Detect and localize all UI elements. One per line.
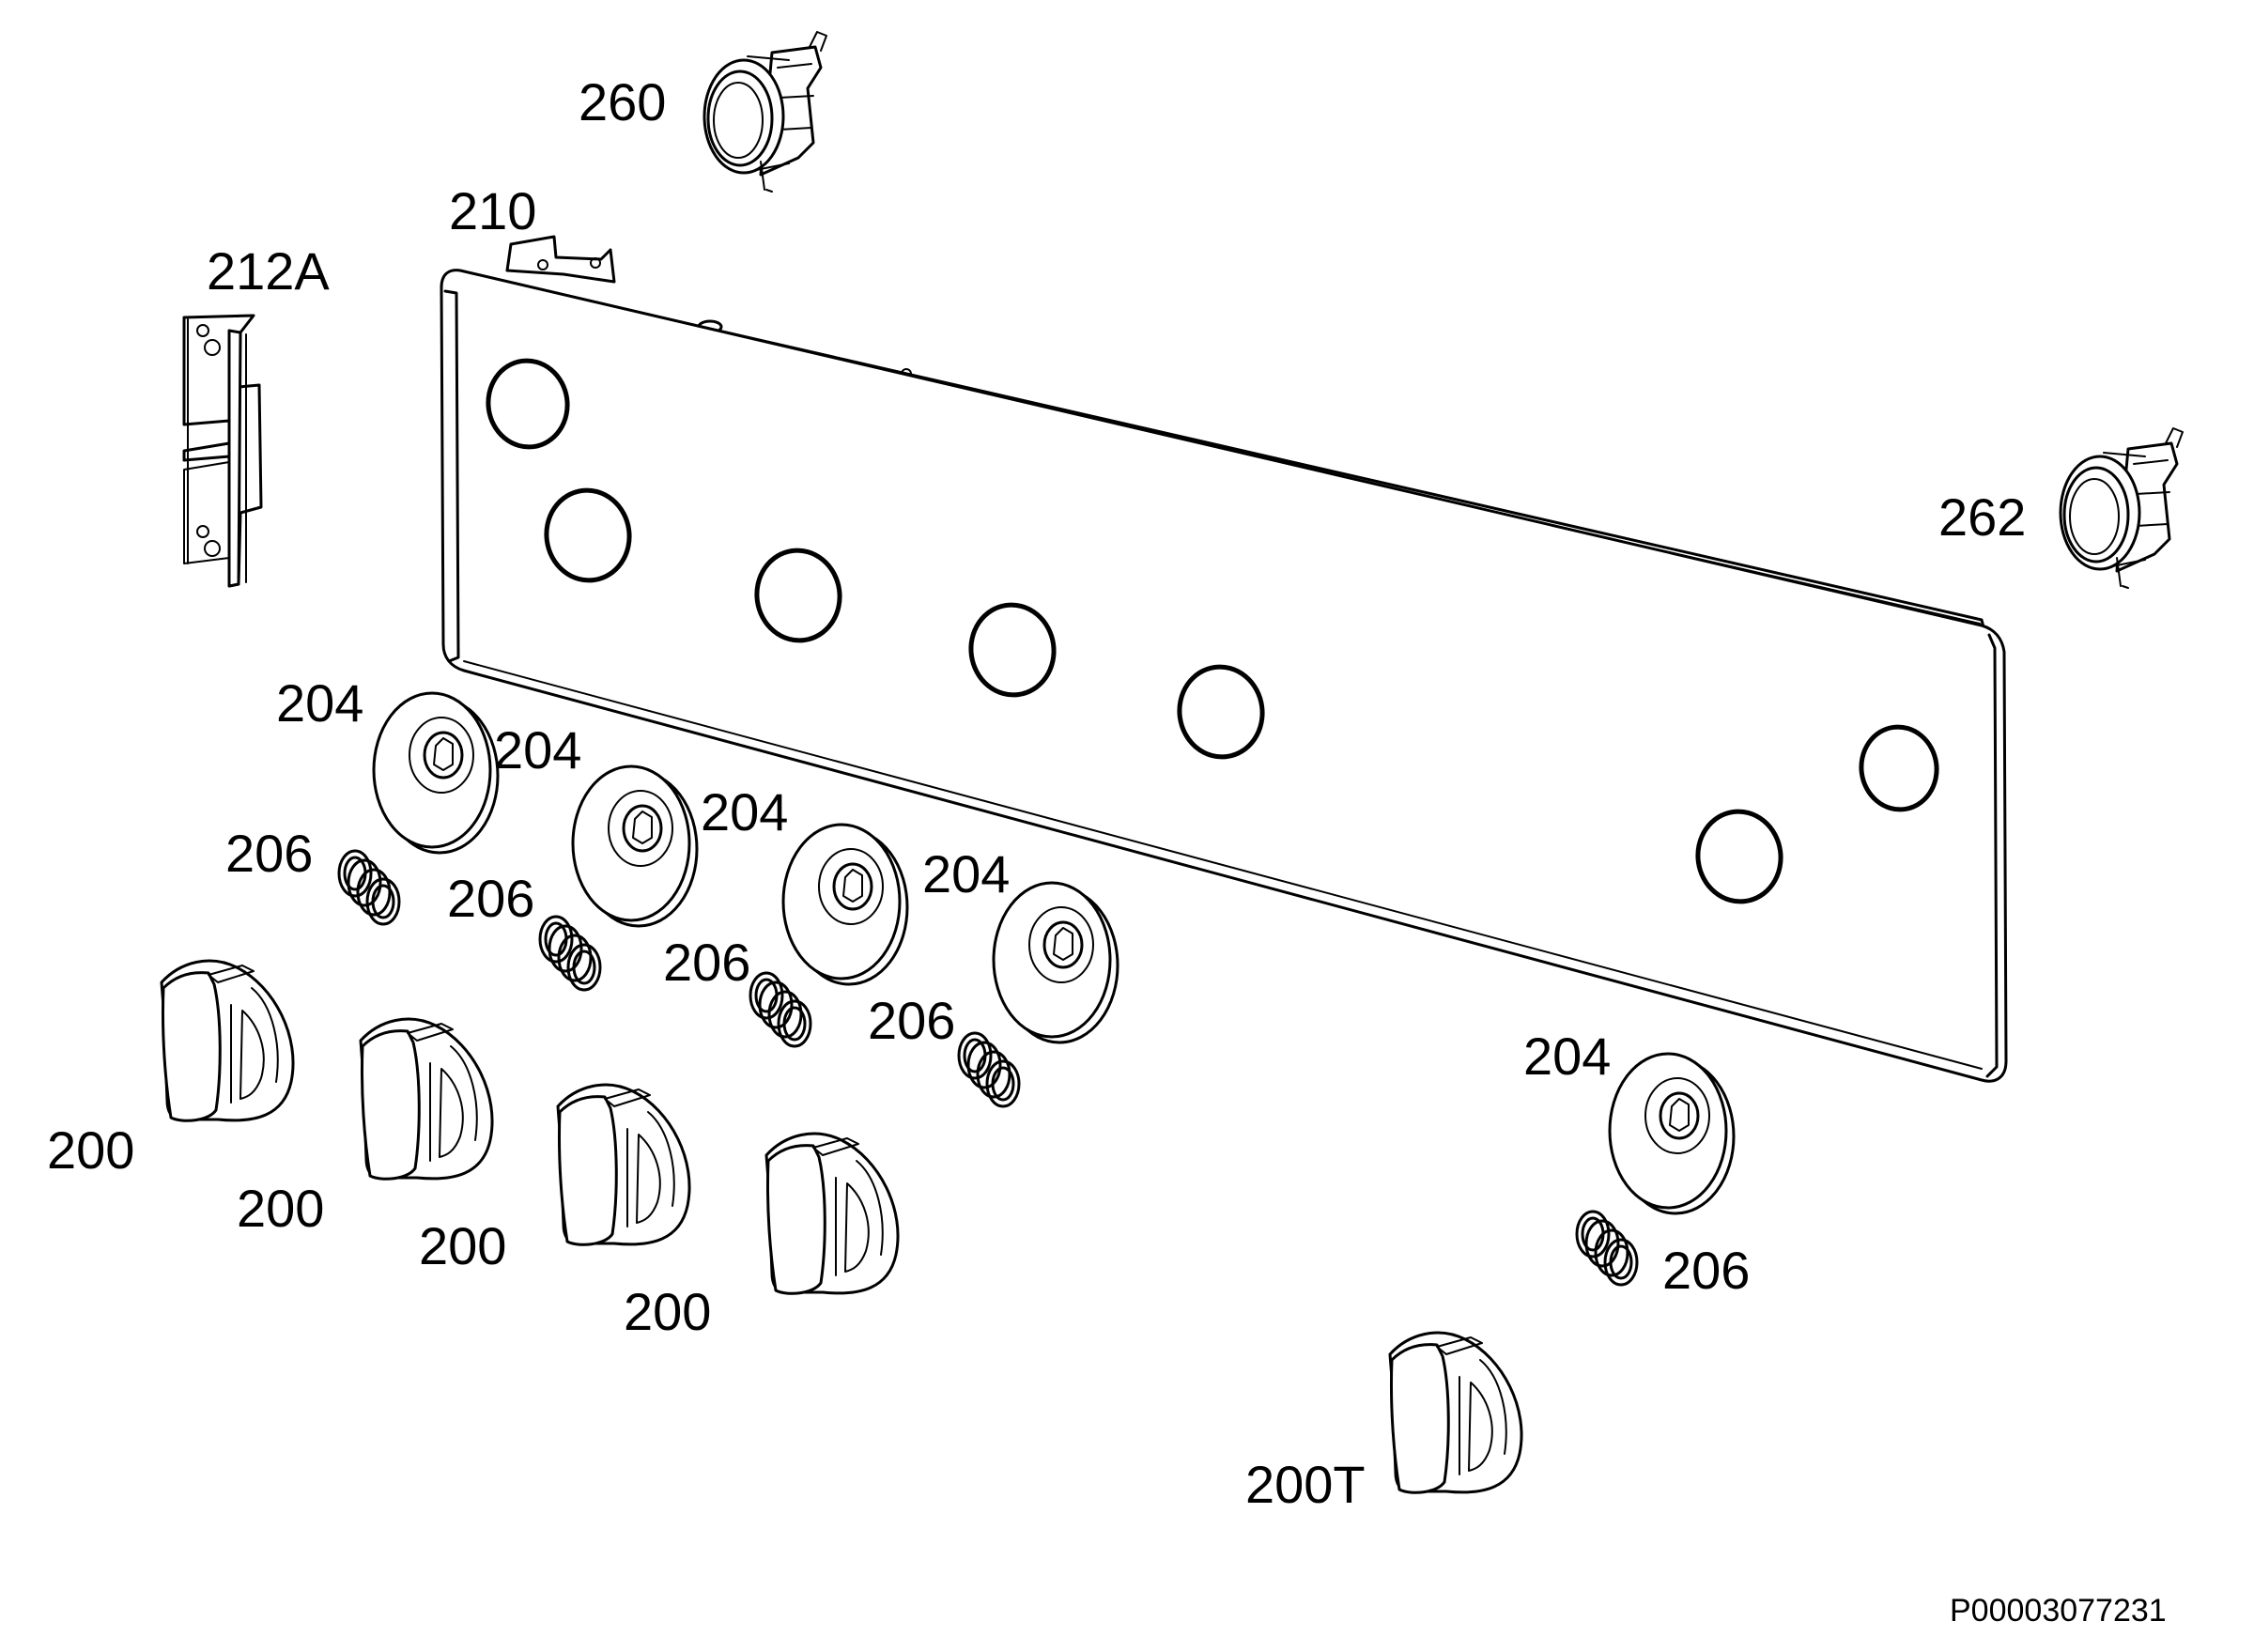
callout-204-3: 204 — [701, 782, 788, 841]
bezel-204-4 — [992, 881, 1119, 1044]
knob-200T — [1388, 1331, 1523, 1494]
callout-206-1: 206 — [225, 824, 313, 883]
spring-206-3 — [749, 971, 812, 1048]
callout-206-4: 206 — [868, 991, 955, 1050]
callout-206-3: 206 — [663, 933, 750, 992]
spring-206-4 — [957, 1031, 1021, 1108]
callout-204-5: 204 — [1523, 1027, 1611, 1086]
lamp-260 — [702, 30, 828, 193]
knob-200-4 — [764, 1132, 900, 1295]
callout-260: 260 — [579, 72, 666, 131]
document-id: P00003077231 — [1950, 1593, 2167, 1629]
callout-200-3: 200 — [419, 1216, 506, 1275]
knob-200-2 — [359, 1017, 494, 1181]
bezel-204-3 — [781, 823, 909, 986]
knob-200-1 — [160, 959, 295, 1122]
bezel-204-1 — [372, 691, 500, 855]
callout-204-1: 204 — [276, 673, 363, 733]
bezel-204-2 — [571, 764, 699, 928]
spring-206-2 — [538, 915, 602, 992]
callout-206-5: 206 — [1662, 1241, 1750, 1300]
callout-200-4: 200 — [624, 1282, 711, 1341]
callout-212A: 212A — [207, 241, 330, 301]
knob-200-3 — [556, 1083, 691, 1246]
callout-200-1: 200 — [47, 1120, 134, 1180]
lamp-262 — [2059, 426, 2185, 590]
callout-200T: 200T — [1245, 1455, 1366, 1514]
callout-262: 262 — [1938, 487, 2026, 547]
control-panel-210 — [440, 235, 2008, 1083]
callout-204-2: 204 — [494, 720, 581, 780]
bezel-204-5 — [1608, 1052, 1736, 1215]
callout-200-2: 200 — [237, 1179, 324, 1238]
spring-206-1 — [337, 849, 401, 926]
bracket-212A — [182, 314, 263, 588]
spring-206-5 — [1575, 1210, 1639, 1287]
callout-210: 210 — [449, 181, 536, 240]
callout-204-4: 204 — [922, 844, 1010, 903]
panel-knob-holes — [486, 358, 1939, 904]
callout-206-2: 206 — [447, 869, 534, 928]
